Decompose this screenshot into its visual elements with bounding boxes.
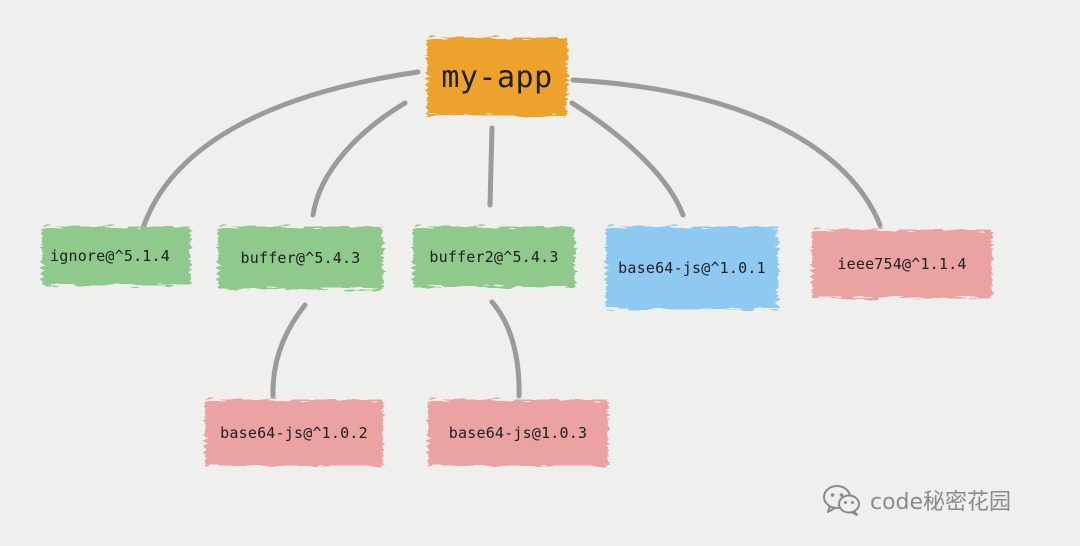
node-ieee754-label: ieee754@^1.1.4: [837, 255, 967, 273]
node-ieee754-highlight: [812, 230, 992, 298]
node-buffer-highlight: [218, 227, 383, 289]
node-ignore-label: ignore@^5.1.4: [50, 247, 170, 265]
edge-buffer-base64-sub1: [270, 302, 308, 399]
node-root-label: my-app: [441, 59, 553, 95]
edge-root-buffer: [310, 100, 408, 218]
node-base64-sub2-highlight: [428, 400, 608, 466]
node-base64-sub2-label: base64-js@1.0.3: [448, 424, 588, 442]
watermark: code秘密花园: [822, 480, 1052, 520]
node-base64-top-label: base64-js@^1.0.1: [618, 259, 766, 277]
node-root-highlight: [427, 38, 567, 116]
node-buffer2: buffer2@^5.4.3: [413, 227, 575, 287]
watermark-text: code秘密花园: [870, 490, 1012, 515]
node-base64-sub1: base64-js@^1.0.2: [205, 400, 383, 466]
node-root: my-app: [427, 38, 567, 116]
node-buffer2-label: buffer2@^5.4.3: [429, 248, 559, 266]
node-base64-top: base64-js@^1.0.1: [606, 227, 778, 309]
node-ieee754: ieee754@^1.1.4: [812, 230, 992, 298]
edge-root-buffer2: [487, 125, 495, 208]
node-base64-sub1-label: base64-js@^1.0.2: [220, 424, 368, 442]
node-ignore-highlight: [42, 227, 190, 285]
node-buffer2-highlight: [413, 227, 575, 287]
wechat-icon: [823, 485, 860, 516]
node-ignore: ignore@^5.1.4: [30, 227, 190, 285]
node-base64-top-highlight: [606, 227, 778, 309]
node-buffer-label: buffer@^5.4.3: [240, 249, 361, 267]
edge-buffer2-base64-sub2: [489, 299, 522, 399]
node-base64-sub1-highlight: [205, 400, 383, 466]
node-buffer: buffer@^5.4.3: [218, 227, 383, 289]
edge-root-ignore: [140, 69, 421, 231]
node-base64-sub2: base64-js@1.0.3: [428, 400, 608, 466]
edge-root-base64-top: [569, 100, 686, 218]
edge-root-ieee754: [570, 77, 883, 228]
